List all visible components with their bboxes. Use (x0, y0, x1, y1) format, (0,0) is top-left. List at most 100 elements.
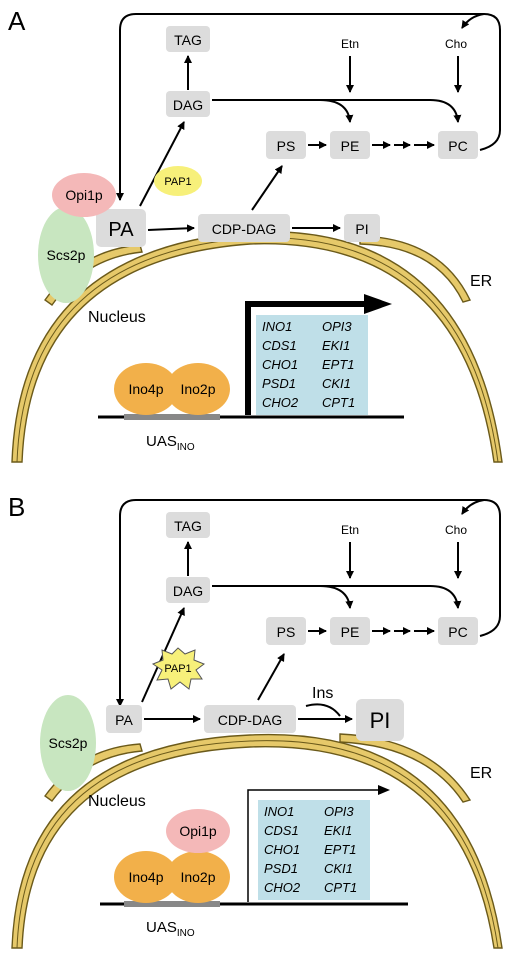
pe-label-b: PE (341, 624, 360, 640)
gene-b-l0: INO1 (264, 804, 294, 819)
ino4p-label-a: Ino4p (128, 381, 163, 397)
cdpdag-to-ps-arrow-b (257, 653, 285, 701)
gene-a-r2: EPT1 (322, 357, 355, 372)
pc-box-a (438, 131, 478, 159)
transcription-arrow-a (245, 301, 370, 415)
tag-box-b (166, 512, 210, 538)
tag-box-a (166, 26, 210, 52)
cho-label-a: Cho (445, 37, 467, 51)
scs2p-protein-a (38, 207, 94, 303)
nucleus-label-b: Nucleus (88, 793, 146, 810)
gene-box-a (256, 315, 368, 415)
gene-a-l4: CHO2 (262, 395, 299, 410)
pa-to-dag-arrow-a (139, 121, 185, 207)
pe-box-b (330, 617, 370, 645)
gene-a-l3: PSD1 (262, 376, 296, 391)
pe-box-a (330, 131, 370, 159)
pap1-label-a: PAP1 (164, 176, 191, 188)
pi-label-a: PI (355, 221, 368, 237)
opi1p-protein-a (52, 173, 116, 217)
opi1p-protein-b (166, 809, 230, 853)
pap1-label-b: PAP1 (164, 663, 191, 675)
pc-box-b (438, 617, 478, 645)
cho-label-b: Cho (445, 523, 467, 537)
gene-a-l2: CHO1 (262, 357, 298, 372)
gene-a-l0: INO1 (262, 319, 292, 334)
pa-box-a (96, 209, 146, 247)
opi1p-label-b: Opi1p (179, 823, 217, 839)
panel-b-letter: B (8, 492, 25, 522)
panel-a: A TAG DAG PS PE PC PA CDP-DAG PI (8, 6, 503, 463)
scs2p-protein-b (40, 695, 96, 791)
dag-to-pc-arrow-b (320, 585, 462, 609)
gene-box-b (258, 800, 370, 900)
gene-a-r3: CKI1 (322, 376, 351, 391)
ino4p-protein-a (114, 363, 178, 415)
ins-label-b: Ins (312, 685, 333, 702)
gene-a-r4: CPT1 (322, 395, 355, 410)
transcription-arrowhead-a (364, 294, 392, 314)
gene-b-l2: CHO1 (264, 842, 300, 857)
er-label-a: ER (470, 273, 492, 290)
ino4p-protein-b (114, 851, 178, 903)
transcription-arrow-b (247, 789, 382, 902)
cho-loop-arrow-b (461, 499, 485, 515)
uas-label-b: UASINO (146, 919, 195, 939)
cdpdag-to-ps-arrow-a (251, 165, 283, 211)
pc-label-a: PC (448, 138, 467, 154)
dag-to-pe-arrow-a (212, 99, 354, 123)
etn-label-a: Etn (341, 37, 359, 51)
panel-b: B TAG DAG PS PE PC PA CDP-DAG PI Etn Cho (8, 492, 503, 949)
cho-loop-arrow-a (461, 13, 485, 29)
gene-b-r2: EPT1 (324, 842, 357, 857)
pi-label-b: PI (370, 708, 391, 733)
gene-b-l1: CDS1 (264, 823, 299, 838)
pi-box-a (344, 214, 380, 242)
gene-b-r0: OPI3 (324, 804, 354, 819)
gene-b-l4: CHO2 (264, 880, 301, 895)
transcription-arrowhead-b (378, 785, 390, 795)
ino2p-protein-b (166, 851, 230, 903)
pa-to-cdpdag-arrow-a (147, 224, 195, 233)
pc-label-b: PC (448, 624, 467, 640)
cdpdag-box-b (204, 705, 296, 733)
ps-box-b (266, 617, 306, 645)
gene-a-l1: CDS1 (262, 338, 297, 353)
dag-label-a: DAG (173, 97, 203, 113)
nucleus-label-a: Nucleus (88, 309, 146, 326)
ps-label-a: PS (277, 138, 296, 154)
scs2p-label-a: Scs2p (47, 247, 86, 263)
tag-label-a: TAG (174, 32, 202, 48)
opi1p-label-a: Opi1p (65, 187, 103, 203)
dag-label-b: DAG (173, 583, 203, 599)
dag-box-a (166, 91, 210, 117)
gene-b-r3: CKI1 (324, 861, 353, 876)
pa-box-b (106, 705, 142, 733)
dag-to-pc-arrow-a (320, 99, 462, 123)
ino4p-label-b: Ino4p (128, 869, 163, 885)
pap1-enzyme-a (154, 166, 202, 196)
er-membrane-a (11, 230, 503, 463)
loop-arrow-a (116, 13, 501, 201)
uas-element-b (124, 901, 220, 907)
dag-box-b (166, 577, 210, 603)
scs2p-label-b: Scs2p (49, 735, 88, 751)
pa-label-a: PA (108, 219, 134, 241)
pi-box-b (356, 699, 404, 741)
gene-a-r0: OPI3 (322, 319, 352, 334)
er-label-b: ER (470, 765, 492, 782)
ino2p-protein-a (166, 363, 230, 415)
etn-label-b: Etn (341, 523, 359, 537)
dag-to-pe-arrow-b (212, 585, 354, 609)
pap1-enzyme-b (151, 647, 206, 690)
uas-label-a: UASINO (146, 433, 195, 453)
panel-a-letter: A (8, 6, 26, 36)
ino2p-label-a: Ino2p (180, 381, 215, 397)
cdpdag-label-a: CDP-DAG (212, 221, 277, 237)
ins-curve-b (305, 703, 341, 717)
gene-a-r1: EKI1 (322, 338, 350, 353)
gene-b-r1: EKI1 (324, 823, 352, 838)
ps-box-a (266, 131, 306, 159)
ino2p-label-b: Ino2p (180, 869, 215, 885)
loop-arrow-b (116, 499, 501, 707)
